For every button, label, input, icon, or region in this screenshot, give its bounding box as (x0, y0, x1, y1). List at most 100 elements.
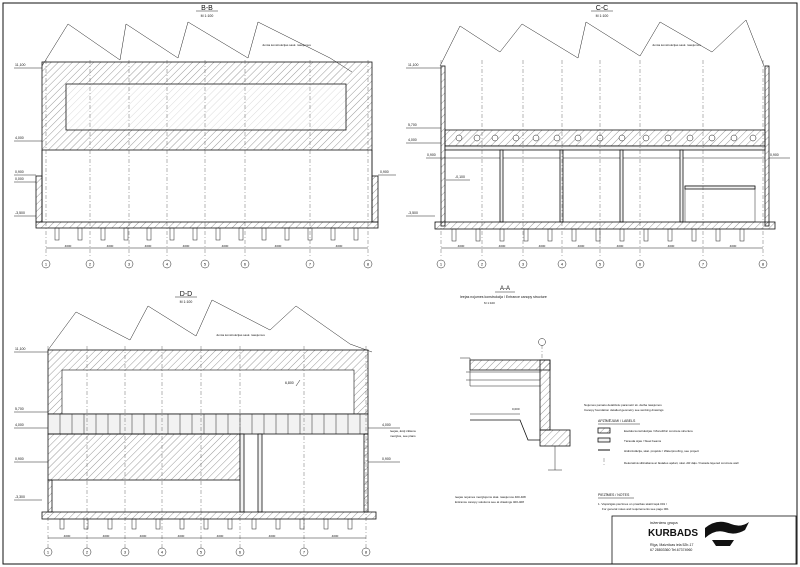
section-cc-inner-box (684, 185, 756, 223)
section-cc-axis-bubbles: 1 2 3 4 5 6 7 8 (436, 259, 768, 269)
svg-text:4000: 4000 (65, 244, 72, 248)
section-cc-elevations: 11,100 5,700 4,000 0,900 -0,100 -3,500 0… (406, 63, 790, 217)
general-notes-line-1: 1. Vispārīgās piezīmes un prasības skatī… (598, 502, 667, 506)
svg-text:8: 8 (367, 262, 370, 267)
aa-note-1: Nojumes pamatu detalizētu parametri sk. … (584, 403, 662, 407)
svg-text:4: 4 (161, 550, 164, 555)
svg-text:4000: 4000 (107, 244, 114, 248)
section-aa: A-A 0,000 Nojumes pamatu detalizētu para… (460, 286, 664, 471)
section-bb-title: B-B (201, 5, 213, 12)
section-aa-title: A-A (500, 286, 510, 292)
dd-elev-top: 11,100 (15, 347, 25, 351)
canopy-title: Ieejas nojumes konstrukcija / Entrance c… (460, 295, 547, 299)
svg-text:2: 2 (481, 262, 484, 267)
bb-elev-right-0900: 0,900 (380, 170, 389, 174)
svg-text:4000: 4000 (145, 244, 152, 248)
company-name: KURBADS (648, 528, 698, 539)
aa-elev-0000: 0,000 (512, 407, 520, 411)
svg-text:3: 3 (522, 262, 525, 267)
svg-text:6: 6 (639, 262, 642, 267)
section-cc-beam-openings (455, 134, 757, 142)
section-cc-spans: 4000 4000 4000 4000 4000 4000 4000 (458, 244, 737, 248)
svg-text:4000: 4000 (178, 534, 185, 538)
section-bb-foundation-slab (35, 221, 379, 229)
canopy-scale: M 1:100 (484, 301, 495, 305)
dd-elev-0900: 0,900 (15, 457, 24, 461)
section-dd: D-D M 1:100 Jumta konstrukcijas sask. ra… (14, 291, 400, 557)
section-bb-scale: M 1:100 (201, 14, 214, 18)
section-bb-axis-bubbles: 1 2 3 4 5 6 7 8 (41, 259, 373, 269)
section-dd-scale: M 1:100 (180, 300, 193, 304)
bb-elev-4000: 4,000 (15, 136, 24, 140)
canopy-foot-1: Ieejas nojumes mezglojums skat. rasējumo… (455, 495, 526, 499)
svg-text:4000: 4000 (275, 244, 282, 248)
dd-elev-right-4000: 4,000 (382, 423, 391, 427)
svg-text:8: 8 (762, 262, 765, 267)
section-bb: B-B M 1:100 Jumta konstrukcijas sask. ra… (14, 5, 396, 269)
svg-text:5: 5 (200, 550, 203, 555)
section-cc-foundation-slab (434, 221, 776, 230)
dd-elev-5700: 5,700 (15, 407, 24, 411)
legend: APZĪMĒJUMI / LABELS Esošās konstrukcijas… (597, 419, 739, 466)
section-bb-roof-lines (41, 21, 353, 73)
cc-elev-0900: 0,900 (427, 153, 436, 157)
bb-elev-top: 11,100 (15, 63, 25, 67)
cc-elev-top: 11,100 (408, 63, 418, 67)
svg-text:7: 7 (309, 262, 312, 267)
legend-row-3: Hidroizolācija, skat. projektu / Waterpr… (624, 449, 699, 453)
general-notes-title: PIEZĪMES / NOTES (598, 493, 630, 497)
section-dd-piles (59, 518, 353, 530)
svg-text:4000: 4000 (64, 534, 71, 538)
svg-text:4000: 4000 (222, 244, 229, 248)
section-dd-spans: 4000 4000 4000 4000 4000 4000 4000 (64, 534, 339, 538)
cc-elev-4000: 4,000 (408, 138, 417, 142)
svg-text:7: 7 (702, 262, 705, 267)
section-cc-title: C-C (596, 5, 608, 12)
company-address: Rīga, Maiznīcas iela 52b-17 (650, 543, 693, 547)
section-cc-columns (499, 149, 684, 223)
svg-text:4000: 4000 (140, 534, 147, 538)
svg-text:1: 1 (45, 262, 48, 267)
section-dd-axis-bubbles: 1 2 3 4 5 6 7 8 (43, 547, 371, 557)
section-dd-axis-lines (47, 346, 367, 548)
legend-row-1: Esošās konstrukcijas / Monolithic concre… (624, 429, 693, 433)
cc-elev-5700: 5,700 (408, 123, 417, 127)
section-dd-roof-lines (47, 299, 373, 353)
section-cc-scale: M 1:100 (596, 14, 609, 18)
svg-text:1: 1 (440, 262, 443, 267)
aa-foundation-block (539, 429, 571, 447)
bb-elev-0900: 0,900 (15, 170, 24, 174)
section-bb-roof-note: Jumta konstrukcijas sask. rasējumus (262, 43, 311, 47)
section-bb-piles (54, 227, 359, 241)
svg-text:4000: 4000 (458, 244, 465, 248)
svg-text:4: 4 (166, 262, 169, 267)
svg-text:7: 7 (303, 550, 306, 555)
section-cc-roof-lines (439, 19, 765, 67)
cc-elev-minus0100: -0,100 (455, 175, 465, 179)
svg-text:4000: 4000 (578, 244, 585, 248)
svg-text:8: 8 (365, 550, 368, 555)
dd-elev-mid: 6,800 (285, 381, 294, 385)
svg-text:6: 6 (244, 262, 247, 267)
company-small: inženieru grupa (650, 520, 678, 525)
svg-text:4000: 4000 (332, 534, 339, 538)
svg-text:4000: 4000 (730, 244, 737, 248)
dd-elev-4000: 4,000 (15, 423, 24, 427)
svg-text:4: 4 (561, 262, 564, 267)
section-cc-axis-lines (440, 60, 764, 258)
svg-text:3: 3 (128, 262, 131, 267)
svg-text:1: 1 (47, 550, 50, 555)
section-dd-inner-opening (61, 369, 355, 415)
cc-elev-3500: -3,500 (408, 211, 418, 215)
left-note-1: Ieejas, ārēji zāliena (390, 429, 416, 433)
svg-text:5: 5 (599, 262, 602, 267)
section-dd-title: D-D (180, 291, 192, 298)
canopy-notes: Ieejas nojumes konstrukcija / Entrance c… (390, 295, 547, 504)
svg-text:5: 5 (204, 262, 207, 267)
section-dd-lower-mass (47, 433, 241, 481)
svg-text:4000: 4000 (336, 244, 343, 248)
bb-elev-0000: 0,000 (15, 177, 24, 181)
svg-text:4000: 4000 (668, 244, 675, 248)
